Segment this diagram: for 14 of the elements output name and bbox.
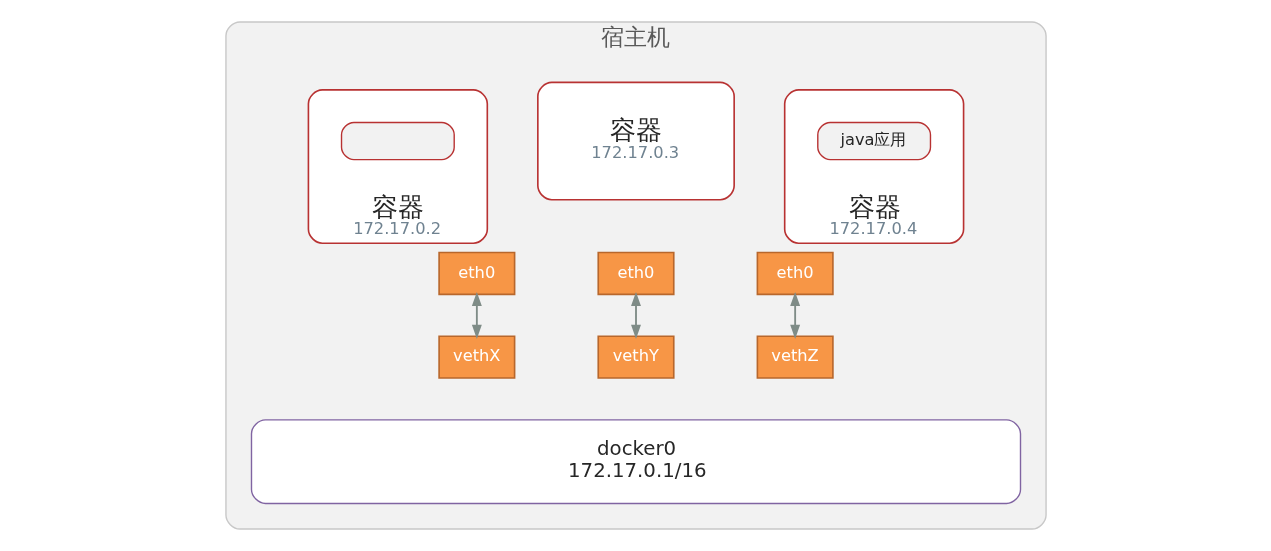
node-box: eth0	[756, 251, 834, 296]
node-box: 容器 172.17.0.3	[536, 81, 735, 201]
arrow	[789, 291, 800, 339]
node-box: vethX	[437, 335, 515, 379]
arrow	[630, 291, 641, 339]
node-box: vethZ	[756, 335, 834, 379]
arrow	[471, 291, 482, 339]
node-box: vethY	[596, 335, 675, 379]
node-box: docker0 172.17.0.1/16	[250, 419, 1021, 505]
node-box: eth0	[596, 251, 675, 296]
node-box	[340, 121, 455, 161]
node-box: java应用	[816, 121, 931, 161]
node-box: eth0	[437, 251, 515, 296]
cluster: 容器 172.17.0.2	[307, 89, 488, 245]
